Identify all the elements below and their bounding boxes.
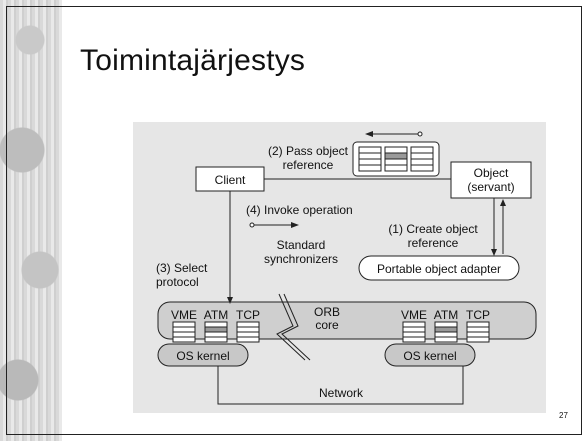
os-kernel-left-label: OS kernel [176, 349, 229, 363]
invoke-origin [249, 222, 255, 228]
orb-diagram: OS kernel OS kernel VME ATM [133, 122, 546, 413]
tcp-left-label: TCP [236, 308, 260, 322]
select-protocol-line2: protocol [156, 275, 199, 289]
synchronizer-zigzag-2 [281, 293, 311, 361]
standard-line2: synchronizers [264, 252, 338, 266]
object-label-line1: Object [474, 166, 509, 180]
stack-atm-right [434, 321, 458, 343]
atm-right-label: ATM [434, 308, 458, 322]
object-label-line2: (servant) [467, 180, 514, 194]
stack-vme-right [402, 321, 426, 343]
object-to-adapter-arrowhead [491, 249, 497, 256]
client-box [195, 166, 265, 192]
vme-left-label: VME [171, 308, 197, 322]
select-protocol-line1: (3) Select [156, 261, 208, 275]
invoke-arrowhead [291, 222, 299, 228]
client-arrowhead [227, 297, 233, 304]
orb-label-line2: core [315, 318, 339, 332]
synchronizer-zigzag [276, 293, 306, 361]
os-kernel-right-label: OS kernel [403, 349, 456, 363]
os-kernel-right [384, 343, 476, 367]
stack-atm-left [204, 321, 228, 343]
stack-tcp-left [236, 321, 260, 343]
slide-frame [6, 6, 582, 435]
object-box [450, 161, 532, 199]
right-protocol-stacks: VME ATM TCP [401, 308, 490, 343]
vme-right-label: VME [401, 308, 427, 322]
atm-left-label: ATM [204, 308, 228, 322]
create-reference-line2: reference [408, 236, 459, 250]
pass-reference-line2: reference [283, 158, 334, 172]
tcp-right-label: TCP [466, 308, 490, 322]
page-number: 27 [559, 411, 568, 420]
stack-vme-left [172, 321, 196, 343]
network-line [217, 362, 464, 405]
invoke-operation-label: (4) Invoke operation [246, 203, 353, 217]
pass-reference-origin [417, 131, 423, 137]
standard-line1: Standard [277, 238, 326, 252]
portable-object-adapter [358, 255, 520, 281]
slide-title: Toimintajärjestys [80, 44, 306, 77]
pass-reference-line1: (2) Pass object [268, 144, 349, 158]
reference-card-highlight [384, 152, 408, 160]
os-kernel-left [157, 343, 249, 367]
decorative-gear-stripe [0, 0, 62, 441]
poa-label: Portable object adapter [377, 262, 501, 276]
stack-tcp-right [466, 321, 490, 343]
create-reference-line1: (1) Create object [388, 222, 478, 236]
adapter-to-object-arrowhead [500, 199, 506, 206]
pass-reference-arrowhead [365, 131, 373, 137]
client-label: Client [215, 173, 246, 187]
orb-label-line1: ORB [314, 305, 340, 319]
left-protocol-stacks: VME ATM TCP [171, 308, 260, 343]
network-label: Network [319, 386, 364, 400]
